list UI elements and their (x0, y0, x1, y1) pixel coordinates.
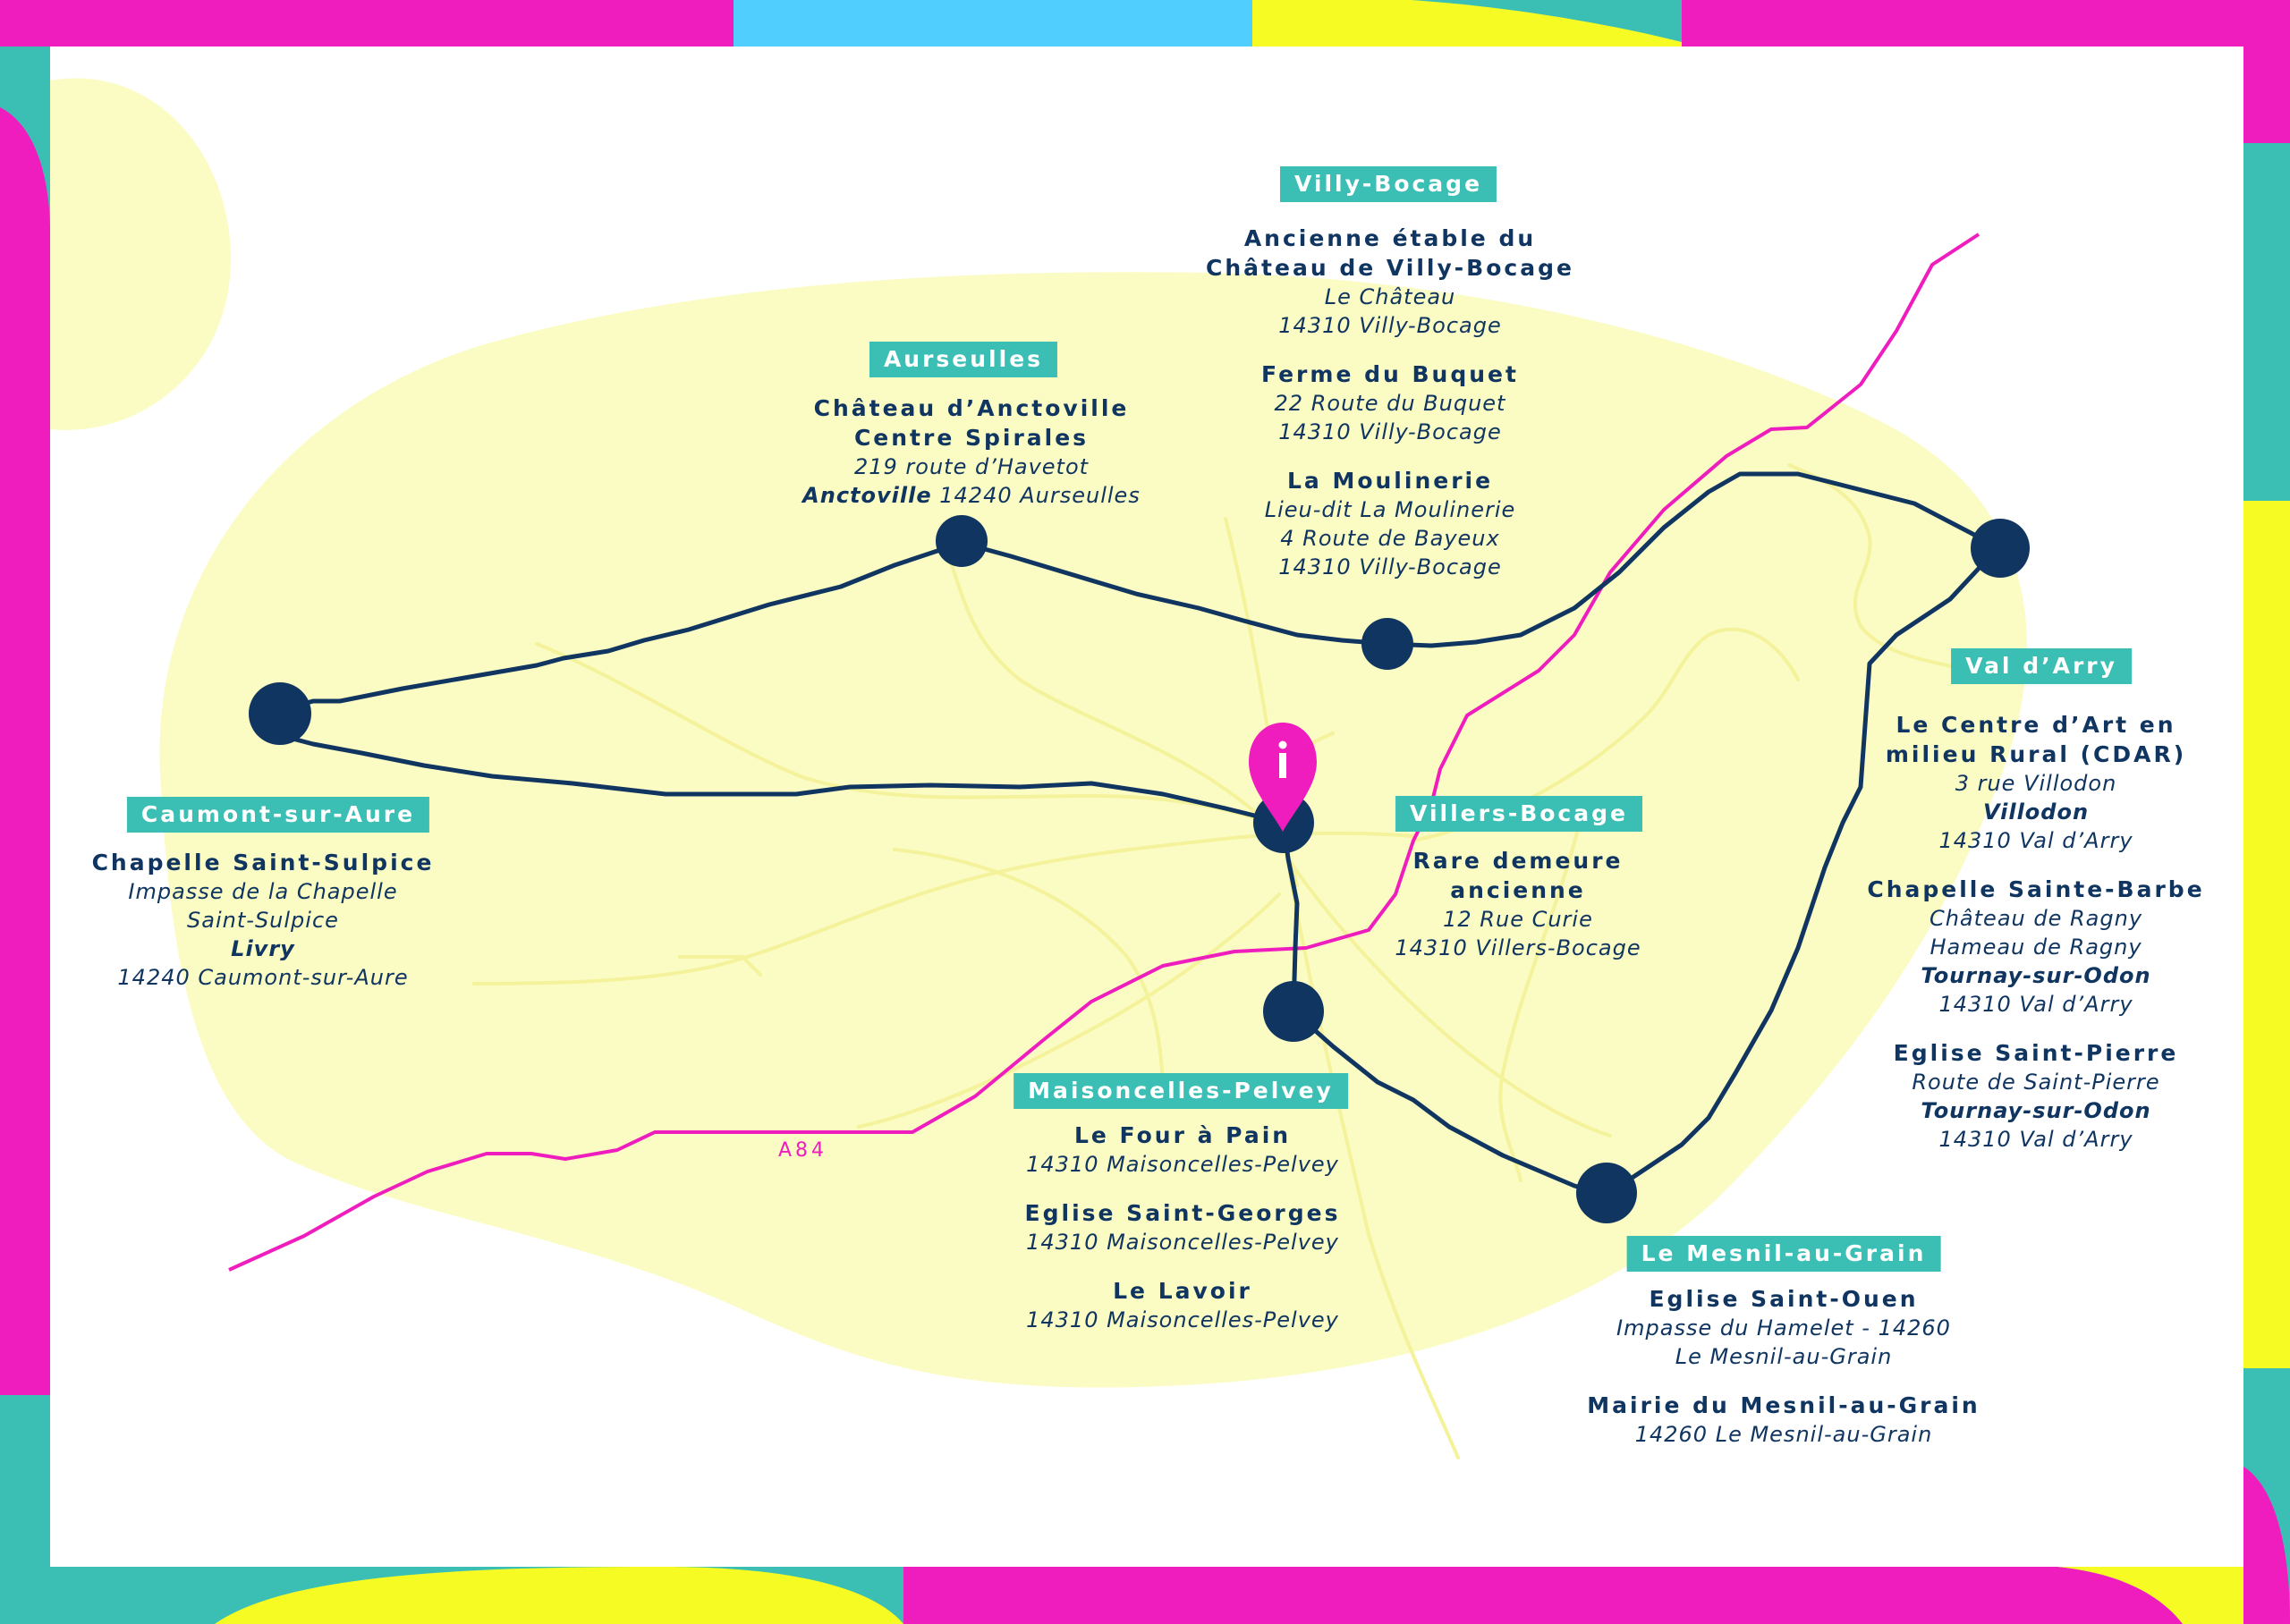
sites-aurseulles: Château d’Anctoville Centre Spirales 219… (802, 393, 1141, 510)
sites-maisoncelles-pelvey: Le Four à Pain 14310 Maisoncelles-Pelvey… (1025, 1121, 1341, 1334)
site-locality: Tournay-sur-Odon (1921, 1098, 2151, 1123)
site-postcode: 14310 Val d’Arry (1938, 992, 2133, 1017)
site-address: 14310 Villy-Bocage (1278, 313, 1502, 338)
site-address: Saint-Sulpice (187, 908, 339, 933)
sites-villers-bocage: Rare demeure ancienne 12 Rue Curie 14310… (1395, 846, 1641, 962)
stop-mesnil[interactable] (1576, 1163, 1637, 1223)
site-address: 14310 Maisoncelles-Pelvey (1026, 1307, 1339, 1332)
site-title: Ferme du Buquet (1261, 361, 1519, 387)
site-postcode: 14240 Caumont-sur-Aure (117, 965, 409, 990)
site-postcode: 14310 Val d’Arry (1938, 1127, 2133, 1152)
site-address: Impasse de la Chapelle (128, 879, 398, 904)
sites-val-darry: Le Centre d’Art en milieu Rural (CDAR) 3… (1867, 710, 2204, 1154)
stop-aurseulles[interactable] (936, 515, 988, 567)
stop-maisoncelles[interactable] (1263, 981, 1324, 1042)
route-network (276, 471, 2001, 1197)
site-address: 3 rue Villodon (1955, 771, 2117, 796)
site-address: 14310 Villers-Bocage (1395, 935, 1641, 960)
site-title: Mairie du Mesnil-au-Grain (1587, 1392, 1980, 1418)
site-title: Le Four à Pain (1073, 1122, 1292, 1148)
site-title: Eglise Saint-Georges (1024, 1200, 1341, 1226)
badge-villy-bocage: Villy-Bocage (1279, 166, 1497, 202)
site-address: 4 Route de Bayeux (1280, 526, 1500, 551)
site-title: Château d’Anctoville (813, 395, 1130, 421)
site-address: 14310 Villy-Bocage (1278, 554, 1502, 579)
site-title: Le Lavoir (1113, 1278, 1252, 1304)
site-title: Le Centre d’Art en (1896, 712, 2176, 738)
badge-caumont-sur-aure: Caumont-sur-Aure (126, 797, 430, 833)
sites-le-mesnil-au-grain: Eglise Saint-Ouen Impasse du Hamelet - 1… (1587, 1284, 1980, 1449)
badge-villers-bocage: Villers-Bocage (1395, 796, 1642, 832)
site-address: Le Château (1324, 284, 1456, 309)
site-locality: Villodon (1982, 799, 2090, 825)
site-address: 14310 Maisoncelles-Pelvey (1026, 1152, 1339, 1177)
site-address: Impasse du Hamelet - 14260 (1616, 1315, 1951, 1341)
stop-villy[interactable] (1361, 618, 1413, 670)
badge-maisoncelles-pelvey: Maisoncelles-Pelvey (1014, 1073, 1348, 1109)
site-title: Rare demeure (1412, 848, 1624, 874)
badge-val-darry: Val d’Arry (1951, 648, 2132, 684)
site-address: Route de Saint-Pierre (1912, 1070, 2160, 1095)
site-address: Le Mesnil-au-Grain (1675, 1344, 1893, 1369)
site-title: Château de Villy-Bocage (1206, 255, 1574, 281)
badge-le-mesnil-au-grain: Le Mesnil-au-Grain (1626, 1236, 1941, 1272)
site-locality: Livry (231, 936, 295, 961)
site-address: 22 Route du Buquet (1274, 391, 1506, 416)
site-address: Château de Ragny (1929, 906, 2143, 931)
site-title: Centre Spirales (853, 425, 1090, 451)
sites-caumont-sur-aure: Chapelle Saint-Sulpice Impasse de la Cha… (92, 848, 435, 992)
map-area-blob (159, 272, 2027, 1388)
map-area-blob-small (50, 78, 231, 430)
stop-valdarry[interactable] (1971, 519, 2030, 578)
road-label-a84: A84 (778, 1139, 828, 1162)
site-address: 12 Rue Curie (1443, 907, 1593, 932)
stop-caumont[interactable] (249, 682, 311, 745)
site-address: Anctoville 14240 Aurseulles (802, 481, 1141, 510)
site-title: milieu Rural (CDAR) (1885, 741, 2187, 767)
site-postcode: 14310 Val d’Arry (1938, 828, 2133, 853)
site-title: Eglise Saint-Ouen (1649, 1286, 1919, 1312)
site-title: La Moulinerie (1286, 468, 1494, 494)
site-address: 14310 Maisoncelles-Pelvey (1026, 1230, 1339, 1255)
sites-villy-bocage: Ancienne étable du Château de Villy-Boca… (1206, 224, 1574, 581)
site-title: Chapelle Sainte-Barbe (1867, 876, 2205, 902)
site-title: ancienne (1450, 877, 1586, 903)
site-postcode: 14240 Aurseulles (939, 483, 1141, 508)
motorway-a84 (228, 233, 1980, 1272)
info-pin-icon[interactable] (1249, 723, 1317, 832)
site-address: Lieu-dit La Moulinerie (1264, 497, 1516, 522)
site-address: 14310 Villy-Bocage (1278, 419, 1502, 444)
site-title: Ancienne étable du (1243, 225, 1537, 251)
site-locality: Tournay-sur-Odon (1921, 963, 2151, 988)
site-locality: Anctoville (802, 483, 932, 508)
site-address: 219 route d’Havetot (853, 454, 1090, 479)
site-address: Hameau de Ragny (1930, 935, 2142, 960)
badge-aurseulles: Aurseulles (869, 342, 1058, 377)
site-title: Chapelle Saint-Sulpice (91, 850, 435, 875)
site-title: Eglise Saint-Pierre (1893, 1040, 2179, 1066)
site-address: 14260 Le Mesnil-au-Grain (1634, 1422, 1933, 1447)
